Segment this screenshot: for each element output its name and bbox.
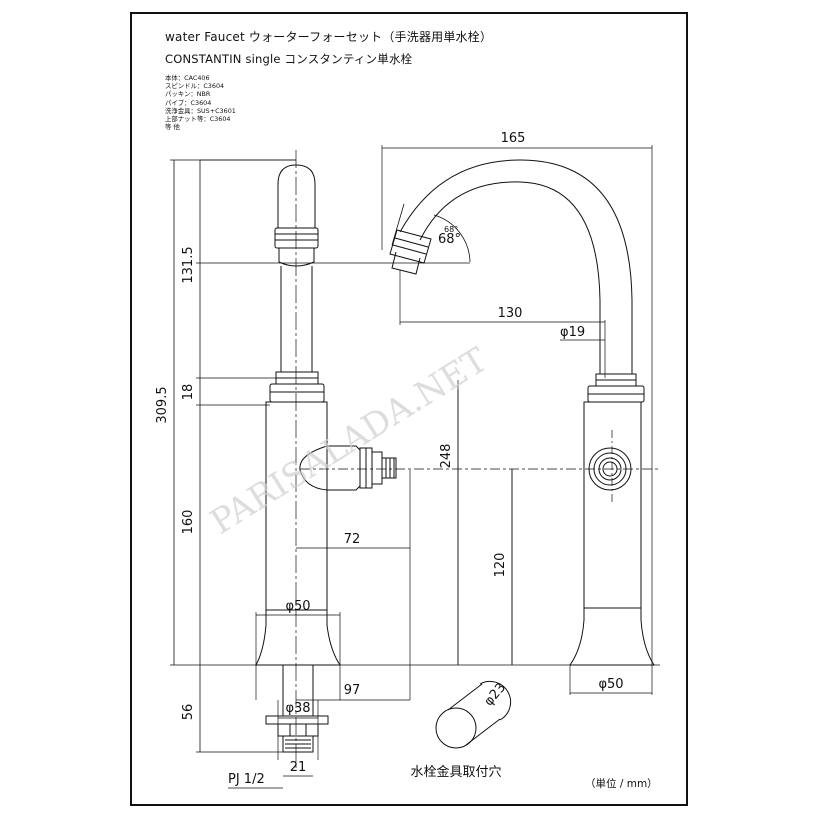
dim-97: 97: [344, 683, 361, 698]
spec-item: パッキン：NBR: [165, 90, 211, 99]
dim-68-small: 68°: [444, 225, 458, 234]
dim-68: 68°: [438, 232, 461, 247]
side-spout-inner: [419, 181, 601, 374]
dim-130: 130: [498, 306, 523, 321]
watermark: PARISALADA.NET: [204, 340, 495, 543]
dim-165: 165: [501, 131, 526, 146]
dim-248: 248: [439, 444, 454, 469]
front-upper-tube: [277, 164, 316, 228]
dim-phi50-left: φ50: [285, 599, 310, 614]
dim-phi19: φ19: [560, 325, 585, 340]
spec-item: パイプ：C3604: [165, 98, 212, 107]
spec-item: 本体：CAC406: [165, 74, 210, 82]
spec-item: 上部ナット等：C3604: [165, 115, 231, 124]
dim-56: 56: [181, 704, 196, 721]
spec-item: 等 他: [165, 123, 180, 132]
spec-item: 洗浄金具：SUS+C3601: [165, 106, 236, 115]
spec-item: スピンドル：C3604: [165, 82, 225, 91]
dim-120: 120: [493, 553, 508, 578]
drawing-frame: [130, 12, 688, 806]
side-spout-outer: [399, 159, 633, 374]
install-hole: [435, 707, 477, 749]
dim-131-5: 131.5: [181, 246, 196, 283]
dim-18: 18: [181, 384, 196, 401]
dim-160: 160: [181, 510, 196, 535]
dim-21: 21: [290, 760, 307, 775]
hole-caption: 水栓金具取付穴: [410, 764, 501, 780]
unit-label: （単位 / mm）: [585, 778, 658, 790]
drawing-title: water Faucet ウォーターフォーセット（手洗器用単水栓）: [165, 30, 493, 44]
dim-phi23: φ23: [481, 680, 509, 709]
dim-phi38: φ38: [285, 701, 310, 716]
dim-72: 72: [344, 532, 361, 547]
material-spec-list: 本体：CAC406 スピンドル：C3604 パッキン：NBR パイプ：C3604…: [165, 74, 236, 131]
dim-pj: PJ 1/2: [228, 772, 265, 787]
dim-309-5: 309.5: [155, 386, 170, 423]
dim-phi50-right: φ50: [598, 677, 623, 692]
front-upper-nut: [274, 227, 319, 249]
drawing-subtitle: CONSTANTIN single コンスタンティン単水栓: [165, 52, 413, 66]
